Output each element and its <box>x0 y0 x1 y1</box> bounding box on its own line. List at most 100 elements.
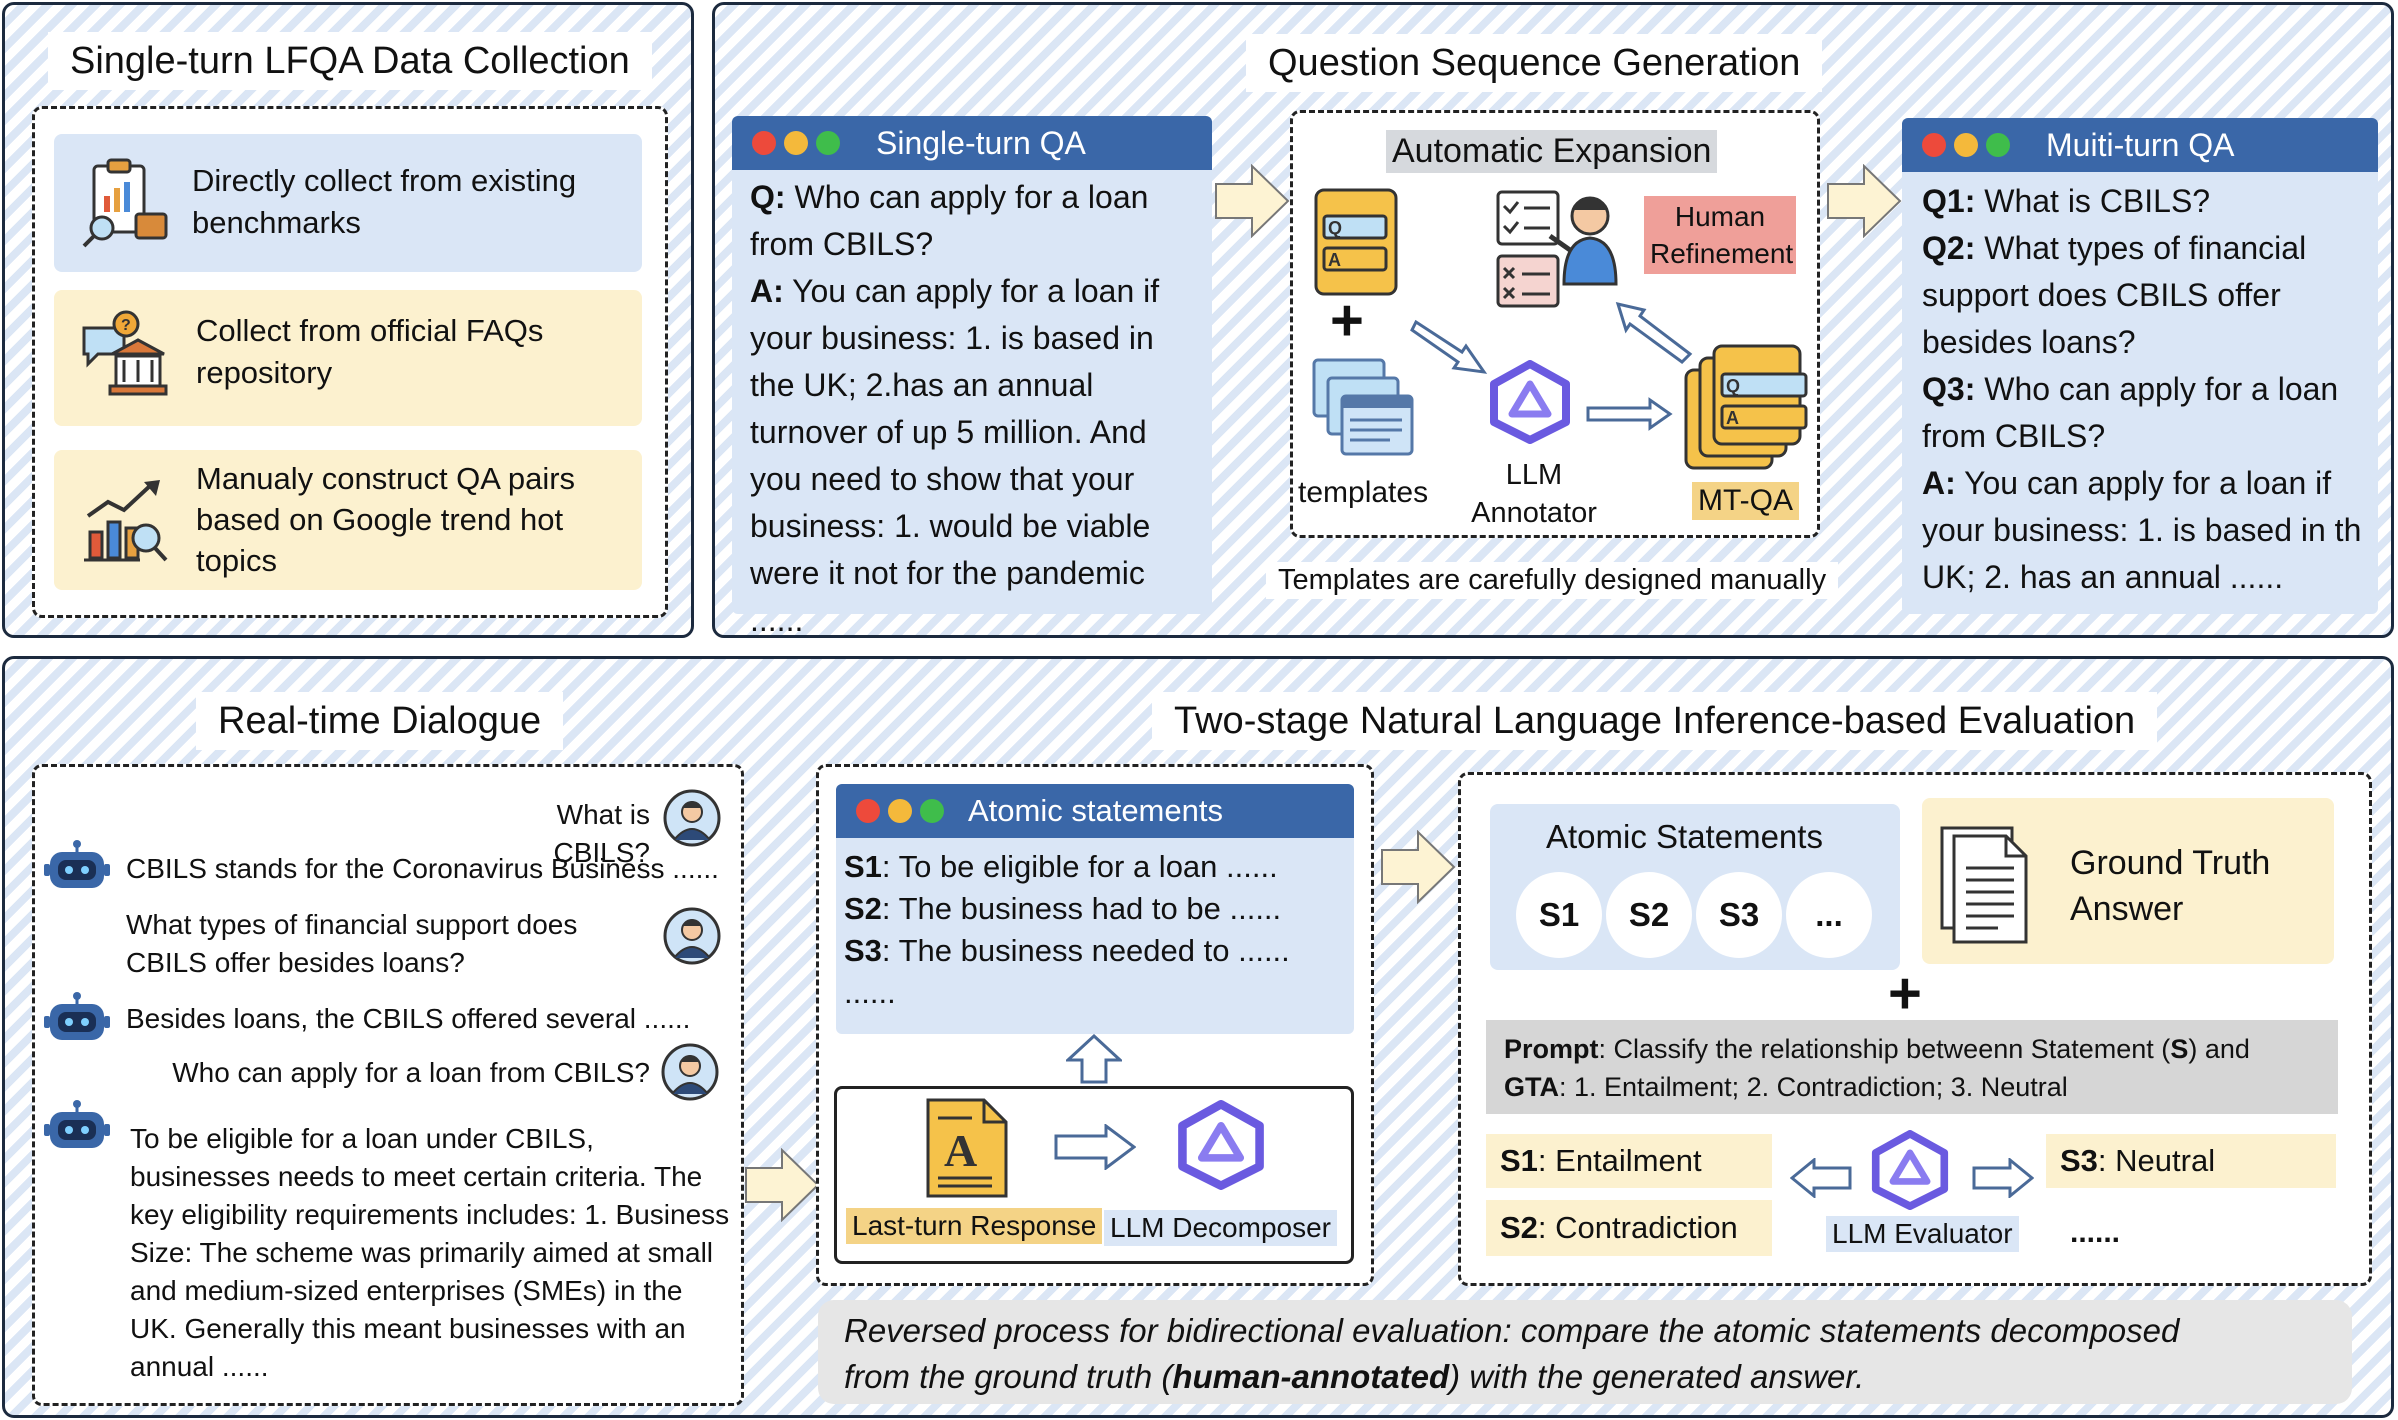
q3-text: Who can apply for a loan from CBILS? <box>1922 371 2339 454</box>
maximize-dot-icon <box>1986 133 2010 157</box>
templates-icon <box>1312 358 1414 456</box>
human-refinement-label: Human Refinement <box>1644 196 1796 274</box>
user-avatar-icon <box>663 907 721 965</box>
close-dot-icon <box>752 131 776 155</box>
prompt-box: Prompt: Classify the relationship betwee… <box>1486 1020 2338 1114</box>
prompt-statement: S <box>2170 1034 2189 1064</box>
s3-label: S3 <box>844 933 882 968</box>
plus-sign: + <box>1888 961 1922 1026</box>
reversed-process-line-2a: from the ground truth ( <box>844 1358 1173 1395</box>
q1-text: What is CBILS? <box>1975 183 2211 219</box>
minimize-dot-icon <box>1954 133 1978 157</box>
llm-evaluator-label: LLM Evaluator <box>1826 1216 2019 1252</box>
svg-text:?: ? <box>121 317 131 334</box>
reversed-process-bold: human-annotated <box>1172 1358 1450 1395</box>
qa-document-icon: Q A <box>1314 188 1398 296</box>
llm-annotator-label: LLM Annotator <box>1471 459 1597 529</box>
llm-evaluator-logo-icon <box>1871 1130 1949 1210</box>
s2-result-label: S2 <box>1500 1210 1538 1245</box>
templates-note: Templates are carefully designed manuall… <box>1266 562 1839 599</box>
llm-decomposer-label: LLM Decomposer <box>1104 1210 1337 1246</box>
right-arrow-icon <box>1215 164 1290 238</box>
minimize-dot-icon <box>784 131 808 155</box>
robot-avatar-icon <box>44 1100 110 1148</box>
prompt-text-2: ) and <box>2188 1034 2250 1064</box>
reversed-process-note: Reversed process for bidirectional evalu… <box>818 1300 2352 1404</box>
statement-circle: S3 <box>1696 872 1782 958</box>
atomic-statements-title: Atomic statements <box>968 793 1223 828</box>
s2-label: S2 <box>844 891 882 926</box>
reversed-process-line-2b: ) with the generated answer. <box>1449 1358 1865 1395</box>
s1-result: S1: Entailment <box>1486 1134 1772 1188</box>
user-avatar-icon <box>661 1043 719 1101</box>
atomic-statements-header: Atomic statements <box>836 784 1354 838</box>
a-label: A: <box>1922 465 1956 501</box>
flow-arrows <box>1410 301 1693 431</box>
bot-message: To be eligible for a loan under CBILS, b… <box>130 1123 730 1382</box>
close-dot-icon <box>1922 133 1946 157</box>
trend-chart-icon <box>84 480 168 562</box>
right-arrow-icon <box>1827 164 1902 238</box>
question-sequence-title: Question Sequence Generation <box>1246 34 1823 92</box>
right-arrow-icon <box>1972 1158 2034 1198</box>
construct-qa-card <box>54 450 642 590</box>
faq-bank-icon: ? <box>82 310 168 396</box>
human-annotator-icon <box>1496 190 1618 308</box>
evaluation-title: Two-stage Natural Language Inference-bas… <box>1152 692 2158 750</box>
llm-decomposer-logo-icon <box>1178 1100 1264 1190</box>
mtqa-label: MT-QA <box>1692 482 1799 520</box>
s2-result: S2: Contradiction <box>1486 1200 1772 1256</box>
collect-faqs-text: Collect from official FAQs repository <box>196 313 544 390</box>
prompt-text: : Classify the relationship betweenn Sta… <box>1598 1034 2171 1064</box>
atomic-ellipsis: ...... <box>844 975 896 1010</box>
right-arrow-icon <box>1054 1124 1136 1170</box>
svg-text:A: A <box>944 1125 977 1176</box>
user-message: What types of financial support does CBI… <box>126 909 578 978</box>
question-label: Q: <box>750 179 786 215</box>
svg-text:Q: Q <box>1726 376 1740 396</box>
q3-label: Q3: <box>1922 371 1976 407</box>
prompt-text-3: : 1. Entailment; 2. Contradiction; 3. Ne… <box>1559 1072 2068 1102</box>
q2-text: What types of financial support does CBI… <box>1922 230 2307 360</box>
statement-circle: S1 <box>1516 872 1602 958</box>
multi-turn-qa-header: Muiti-turn QA <box>1902 118 2378 172</box>
up-arrow-icon <box>1066 1034 1122 1084</box>
svg-text:A: A <box>1328 250 1341 270</box>
collect-benchmarks-text: Directly collect from existing benchmark… <box>192 163 577 240</box>
single-turn-qa-card <box>732 116 1212 614</box>
robot-avatar-icon <box>44 840 110 888</box>
construct-qa-text: Manualy construct QA pairs based on Goog… <box>196 461 576 578</box>
user-avatar-icon <box>663 789 721 847</box>
answer-text: You can apply for a loan if your busines… <box>750 273 1160 638</box>
q1-label: Q1: <box>1922 183 1976 219</box>
llm-annotator-logo-icon <box>1490 360 1570 444</box>
svg-text:A: A <box>1726 408 1739 428</box>
close-dot-icon <box>856 799 880 823</box>
right-arrow-icon <box>1381 830 1456 904</box>
mtqa-stack-icon: Q A <box>1684 344 1808 470</box>
maximize-dot-icon <box>816 131 840 155</box>
s3-result-text: : Neutral <box>2097 1143 2216 1178</box>
single-turn-qa-header: Single-turn QA <box>732 116 1212 170</box>
templates-label: templates <box>1298 476 1429 509</box>
statement-circle: ... <box>1786 872 1872 958</box>
response-document-icon: A <box>926 1098 1008 1198</box>
clipboard-chart-icon <box>82 158 168 248</box>
bot-message: CBILS stands for the Coronavirus Busines… <box>126 853 719 884</box>
a-text: You can apply for a loan if your busines… <box>1922 465 2362 595</box>
maximize-dot-icon <box>920 799 944 823</box>
s1-label: S1 <box>844 849 882 884</box>
reversed-process-line-1: Reversed process for bidirectional evalu… <box>844 1312 2180 1349</box>
dialogue-title: Real-time Dialogue <box>196 692 564 750</box>
document-icon <box>1940 826 2028 944</box>
dialogue-box <box>32 764 744 1406</box>
question-text: Who can apply for a loan from CBILS? <box>750 179 1149 262</box>
atomic-statements-body: S1: To be eligible for a loan ...... S2:… <box>844 846 1344 1014</box>
s2-text: : The business had to be ...... <box>881 891 1282 926</box>
multi-turn-qa-body: Q1: What is CBILS? Q2: What types of fin… <box>1922 178 2372 601</box>
bot-message: Besides loans, the CBILS offered several… <box>126 1003 691 1034</box>
single-turn-qa-title: Single-turn QA <box>876 125 1086 161</box>
user-message: What is CBILS? <box>553 799 651 868</box>
q2-label: Q2: <box>1922 230 1976 266</box>
data-collection-title: Single-turn LFQA Data Collection <box>48 32 652 90</box>
